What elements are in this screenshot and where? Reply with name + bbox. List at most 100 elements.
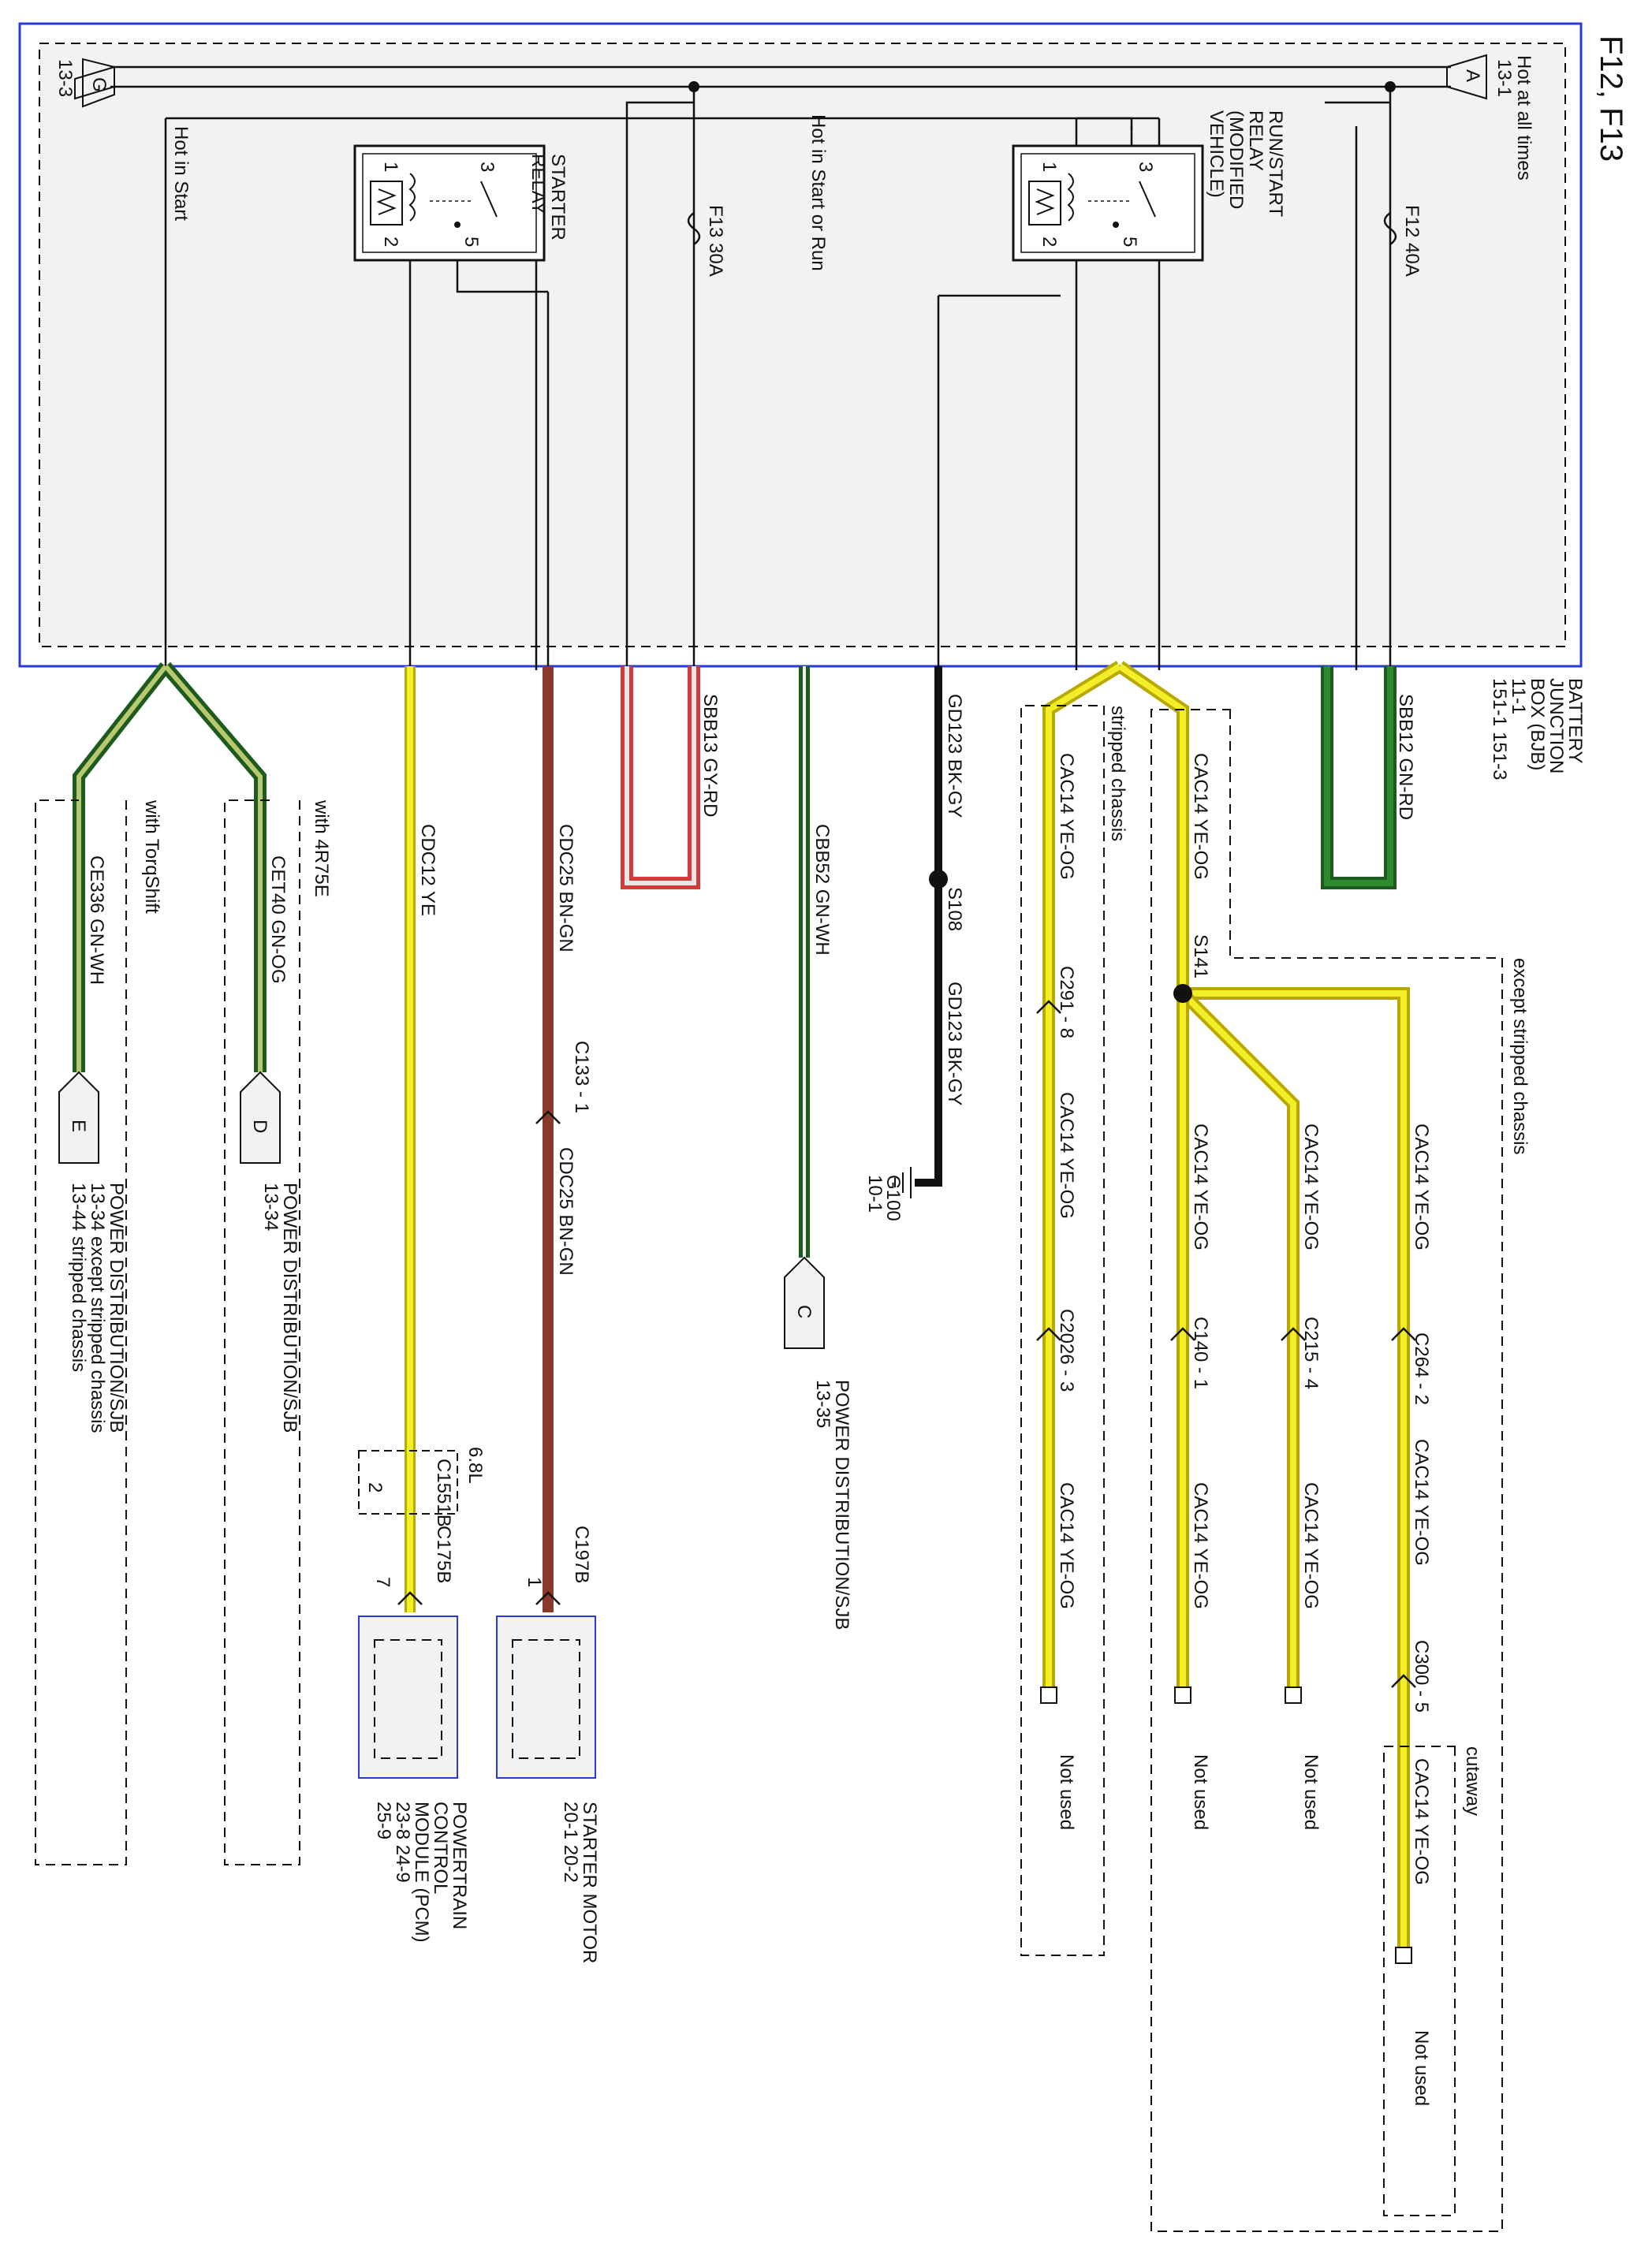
wire-sbb12: SBB12 GN-RD [1321,666,1416,889]
stripped-chassis-label: stripped chassis [1107,706,1128,841]
wire-c1551b-pin: 2 [364,1482,386,1493]
starter-relay-pin-5: 5 [461,237,482,247]
pcm-ref1: 23-8 24-9 [392,1802,413,1883]
label-c140: C140 - 1 [1190,1317,1211,1389]
starter-motor-text: STARTER MOTOR [579,1802,600,1963]
connector-c-icon [784,1256,825,1349]
starter-relay-pin-2: 2 [380,237,401,247]
ref-13-1: 13-1 [1494,59,1515,97]
runstart-relay-label-3: (MODIFIED [1225,110,1247,209]
s108-label: S108 [944,887,965,931]
bjb-refs: 151-1 151-3 [1489,678,1510,780]
connector-e-letter: E [68,1120,89,1132]
wire-gd123: GD123 BK-GY S108 GD123 BK-GY G100 10-1 [864,666,965,1221]
c1551b-box [358,1450,458,1515]
terminal-c140 [1174,1686,1191,1704]
wire-cac14-left-label: CAC14 YE-OG [1056,753,1077,880]
terminal-a-label: A [1462,69,1483,82]
connector-markers [1036,1000,1416,1688]
cutaway-box [1383,1746,1456,2216]
bjb-name-1: BATTERY [1564,678,1586,763]
connector-d-icon [240,1071,281,1164]
with-4r75e-label: with 4R75E [311,799,332,897]
bjb-splice-2 [688,81,699,92]
label-not-used-cutaway: Not used [1411,2030,1432,2106]
label-c2026: C2026 - 3 [1056,1309,1077,1392]
terminal-stripped [1040,1686,1057,1704]
label-cac14-c291-after: CAC14 YE-OG [1056,1092,1077,1219]
pcm-line3: MODULE (PCM) [411,1802,432,1943]
starter-relay: 1 2 3 5 STARTER RELAY [353,144,569,262]
wire-gd123-bottom-label: GD123 BK-GY [944,982,965,1105]
label-cac14-c140-after: CAC14 YE-OG [1190,1482,1211,1609]
runstart-relay-pin-5: 5 [1119,237,1140,247]
label-cac14-c215-before: CAC14 YE-OG [1300,1124,1322,1250]
g100-label-1: G100 [882,1175,904,1221]
connector-d-letter: D [249,1120,270,1133]
hot-in-start-or-run: Hot in Start or Run [807,114,829,271]
connector-e-text: POWER DISTRIBUTION/SJB [106,1183,127,1433]
g100-label-2: 10-1 [864,1175,886,1213]
ref-13-3: 13-3 [54,59,76,97]
terminal-a: A [1446,54,1487,100]
wire-c1551b-label: C1551B [433,1459,454,1527]
pcm-ref2: 25-9 [373,1802,394,1839]
wire-c197b-pin: 1 [524,1577,545,1587]
wire-cac14-bundle: CAC14 YE-OG CAC14 YE-OG [1042,661,1211,1017]
connector-c175b-icon [397,1591,423,1605]
wire-cdc12-label: CDC12 YE [417,824,438,916]
connector-c-text: POWER DISTRIBUTION/SJB [831,1380,852,1630]
connector-c197b-icon [535,1591,561,1605]
wire-six-eight-l: 6.8L [464,1447,486,1484]
label-not-used-c215: Not used [1300,1754,1322,1830]
connector-d-text: POWER DISTRIBUTION/SJB [279,1183,300,1433]
cutaway-label: cutaway [1462,1746,1483,1816]
terminal-g: G [74,58,115,108]
wire-cbb52: CBB52 GN-WH C POWER DISTRIBUTION/SJB 13-… [784,666,852,1630]
wire-c175b-pin: 7 [372,1577,393,1587]
with-torqshift-box [35,799,127,1865]
wire-sbb13: SBB13 GY-RD [621,666,721,889]
connector-c-letter: C [793,1305,815,1318]
runstart-relay-label-2: RELAY [1245,110,1266,171]
wire-cac14-top-label: CAC14 YE-OG [1190,753,1211,880]
c264-icon [1391,1327,1416,1341]
fuse-f13: F13 30A [687,205,726,277]
runstart-relay-pin-1: 1 [1039,162,1060,172]
hot-at-all-times: Hot at all times [1513,55,1535,181]
wire-left-bundle: CET40 GN-OG CE336 GN-WH with 4R75E with … [35,662,332,1865]
except-stripped-label: except stripped chassis [1509,958,1531,1154]
label-c215: C215 - 4 [1300,1317,1322,1389]
wire-cdc12: CDC12 YE 6.8L C1551B 2 C175B 7 [358,666,486,1612]
label-cac14-c215-after: CAC14 YE-OG [1300,1482,1322,1609]
connector-c-ref: 13-35 [812,1380,833,1428]
starter-relay-label-2: RELAY [528,154,549,214]
bjb-inner-panel [39,43,1566,647]
page-title: F12, F13 [1594,35,1628,162]
wire-sbb12-label: SBB12 GN-RD [1395,694,1416,820]
label-cac14-c2026-after: CAC14 YE-OG [1056,1482,1077,1609]
wire-gd123-top-label: GD123 BK-GY [944,694,965,818]
c300-icon [1391,1674,1416,1688]
connector-e-icon [58,1071,99,1164]
s141-splice [1173,984,1192,1003]
runstart-relay-label-4: VEHICLE) [1206,110,1227,198]
wire-c175b-label: C175B [433,1526,454,1583]
wire-cdc25: CDC25 BN-GN C133 - 1 CDC25 BN-GN C197B 1 [524,666,592,1612]
bjb-splice-1 [1385,81,1396,92]
wire-cdc25-top-label: CDC25 BN-GN [555,824,576,952]
stripped-chassis-box [1020,705,1105,1956]
terminals [1040,1686,1412,1964]
starter-motor-ref: 20-1 20-2 [560,1802,581,1883]
wire-ce336-label: CE336 GN-WH [86,855,107,985]
wire-cbb52-label: CBB52 GN-WH [811,824,833,956]
starter-motor-box: STARTER MOTOR 20-1 20-2 [496,1616,600,1963]
connector-c133-icon [535,1110,561,1124]
starter-relay-pin-1: 1 [380,162,401,172]
wire-c133-label: C133 - 1 [571,1041,592,1113]
label-c291: C291 - 8 [1056,966,1077,1038]
connector-e-ref2: 13-44 stripped chassis [68,1183,89,1372]
wire-cdc25-bottom-label: CDC25 BN-GN [555,1147,576,1276]
c140-icon [1170,1327,1195,1341]
